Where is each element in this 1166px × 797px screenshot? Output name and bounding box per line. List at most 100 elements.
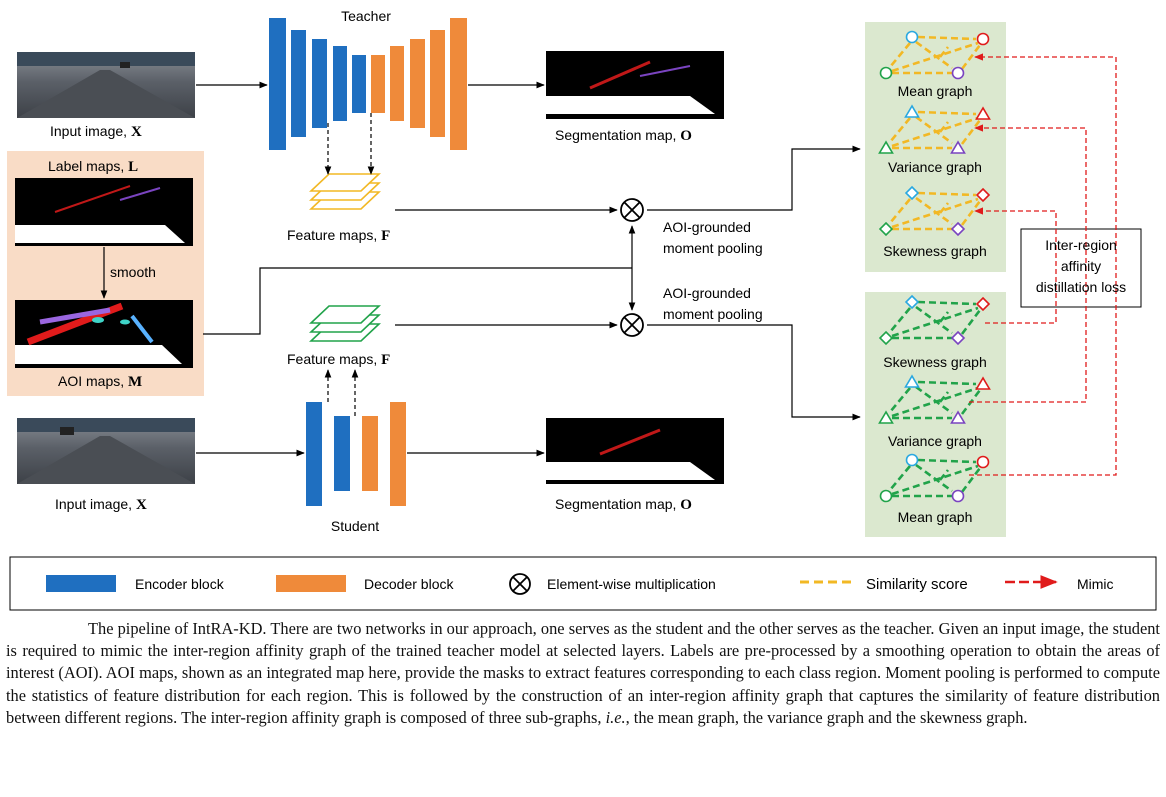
student-encoder-2 [334,416,350,491]
graph-node-circle [976,32,990,46]
legend-box [9,556,1157,611]
legend-similarity-label: Similarity score [866,576,968,593]
student-label: Student [331,518,379,534]
aoi-pooling-bottom-2: moment pooling [663,306,763,322]
graph-node-circle [879,66,893,80]
student-skewness-graph [878,294,991,346]
graph-node-triangle [950,410,966,424]
feature-maps-top-label: Feature maps, F [287,227,390,244]
pipeline-diagram: Teacher Student Input image, X Input ima… [7,8,1157,611]
graph-edge [960,467,982,493]
label-map-image [15,178,193,246]
teacher-variance-graph [878,104,991,154]
graph-edge [917,380,977,386]
graph-edge [960,309,982,335]
seg-map-bottom-label: Segmentation map, O [555,496,692,513]
teacher-encoder-1 [269,18,286,150]
graph-node-diamond [975,296,991,312]
graph-node-diamond [878,221,894,237]
teacher-decoder-2 [390,46,404,121]
graph-edge [917,300,977,306]
legend-encoder-swatch [46,575,116,592]
legend-multiply-icon [509,573,531,595]
graph-edge [938,469,950,481]
graph-edge [938,391,950,403]
teacher-encoder-4 [333,46,347,121]
loss-box [1020,228,1142,308]
graph-edge [891,386,979,418]
graph-node-triangle [975,106,991,120]
graph-edge [889,387,911,413]
graph-edge [891,464,979,496]
graph-node-triangle [975,376,991,390]
skewness-graph-bottom-label: Skewness graph [883,354,987,370]
student-decoder-2 [390,402,406,506]
graph-edge [889,42,911,68]
teacher-encoder-3 [312,39,327,128]
graph-edge [891,116,979,148]
aoi-maps-label: AOI maps, M [58,373,142,390]
graph-node-diamond [904,294,920,310]
student-encoder-1 [306,402,322,506]
graph-edge [915,305,953,335]
legend-decoder-swatch [276,575,346,592]
student-mean-graph [879,453,990,503]
graph-edge [917,110,977,116]
teacher-encoder-2 [291,30,306,137]
graph-node-triangle [904,104,920,118]
figure-caption: The pipeline of IntRA-KD. There are two … [6,619,1160,727]
graph-edge [960,200,982,226]
skewness-graph-top-label: Skewness graph [883,243,987,259]
line-aoi-to-mult [203,267,632,335]
graph-edge [915,115,953,145]
teacher-decoder-3 [410,39,425,128]
variance-graph-bottom-label: Variance graph [888,433,982,449]
graph-node-diamond [904,185,920,201]
mimic-variance [969,124,1087,403]
graph-node-circle [976,455,990,469]
graph-edge [938,46,950,58]
student-network [306,402,406,506]
teacher-decoder-5 [450,18,467,150]
input-image-bottom-label: Input image, X [55,496,147,513]
teacher-feature-maps [308,173,382,210]
graph-edge [917,35,977,41]
legend-encoder-label: Encoder block [135,576,225,592]
graph-edge [917,458,977,464]
legend-multiply-label: Element-wise multiplication [547,576,716,592]
graph-edge [960,44,982,70]
aoi-map-image [15,300,193,368]
aoi-pooling-bottom-1: AOI-grounded [663,285,751,301]
mean-graph-top-label: Mean graph [898,83,973,99]
graph-node-circle [905,30,919,44]
student-decoder-1 [362,416,378,491]
teacher-decoder-1 [371,55,385,113]
feature-maps-bottom-label: Feature maps, F [287,351,390,368]
graph-edge [938,202,950,214]
mimic-mean [969,53,1117,476]
multiply-icon-top [620,198,644,222]
graph-node-circle [905,453,919,467]
graph-edge [917,191,977,197]
teacher-mean-graph [879,30,990,80]
arrow-mult-student-graph [647,324,861,421]
legend-decoder-label: Decoder block [364,576,454,592]
segmentation-map-top [546,51,724,119]
graph-edge [938,311,950,323]
graph-node-circle [879,489,893,503]
label-maps-label: Label maps, L [48,158,138,175]
graph-edge [889,465,911,491]
graph-node-diamond [878,330,894,346]
multiply-icon-bottom [620,313,644,337]
input-image-top-label: Input image, X [50,123,142,140]
loss-label-2: affinity [1061,258,1101,274]
arrow-mult-teacher-graph [647,145,861,211]
graph-edge [891,197,979,229]
aoi-pooling-top-2: moment pooling [663,240,763,256]
teacher-decoder-4 [430,30,445,137]
graph-node-triangle [878,140,894,154]
seg-map-top-label: Segmentation map, O [555,127,692,144]
teacher-label: Teacher [341,8,391,24]
teacher-skewness-graph [878,185,991,237]
graph-edge [915,385,953,415]
